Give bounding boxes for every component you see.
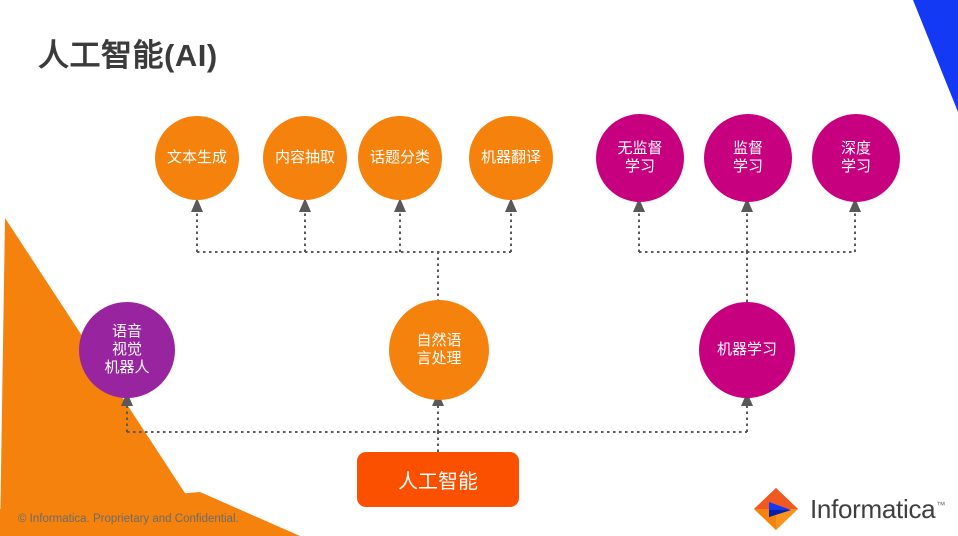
node-content-extraction[interactable]: 内容抽取 — [263, 116, 347, 200]
node-label: 人工智能 — [398, 471, 478, 493]
arrowhead-machine-translation — [505, 198, 517, 212]
node-text-generation[interactable]: 文本生成 — [155, 116, 239, 200]
informatica-diamond-icon — [754, 488, 798, 530]
node-speech-vision-robot[interactable]: 语音 视觉 机器人 — [79, 302, 175, 398]
node-label: 内容抽取 — [274, 148, 335, 166]
node-label: 机器学习 — [716, 340, 777, 358]
node-label: 自然语 言处理 — [416, 331, 462, 367]
arrowhead-content-extraction — [299, 198, 311, 212]
node-unsupervised-learning[interactable]: 无监督 学习 — [596, 114, 684, 202]
blue-corner-triangle — [913, 0, 958, 112]
node-label: 无监督 学习 — [617, 139, 663, 175]
informatica-wordmark: Informatica™ — [810, 494, 945, 525]
node-machine-learning[interactable]: 机器学习 — [699, 302, 795, 398]
node-label: 深度 学习 — [840, 139, 871, 175]
node-nlp[interactable]: 自然语 言处理 — [389, 300, 489, 400]
node-label: 话题分类 — [369, 148, 430, 166]
node-label: 监督 学习 — [732, 139, 763, 175]
trademark-symbol: ™ — [936, 499, 946, 510]
node-deep-learning[interactable]: 深度 学习 — [812, 114, 900, 202]
node-topic-classification[interactable]: 话题分类 — [358, 116, 442, 200]
footer-copyright: © Informatica. Proprietary and Confident… — [18, 513, 239, 525]
arrowhead-topic-classification — [394, 198, 406, 212]
node-machine-translation[interactable]: 机器翻译 — [469, 116, 553, 200]
arrowhead-text-generation — [191, 198, 203, 212]
page-title: 人工智能(AI) — [38, 38, 218, 73]
node-label: 语音 视觉 机器人 — [104, 322, 150, 377]
node-supervised-learning[interactable]: 监督 学习 — [704, 114, 792, 202]
wordmark-text: Informatica — [810, 493, 936, 524]
informatica-logo: Informatica™ — [752, 485, 952, 533]
node-label: 机器翻译 — [480, 148, 541, 166]
node-root-artificial-intelligence[interactable]: 人工智能 — [357, 452, 519, 507]
node-label: 文本生成 — [166, 148, 227, 166]
